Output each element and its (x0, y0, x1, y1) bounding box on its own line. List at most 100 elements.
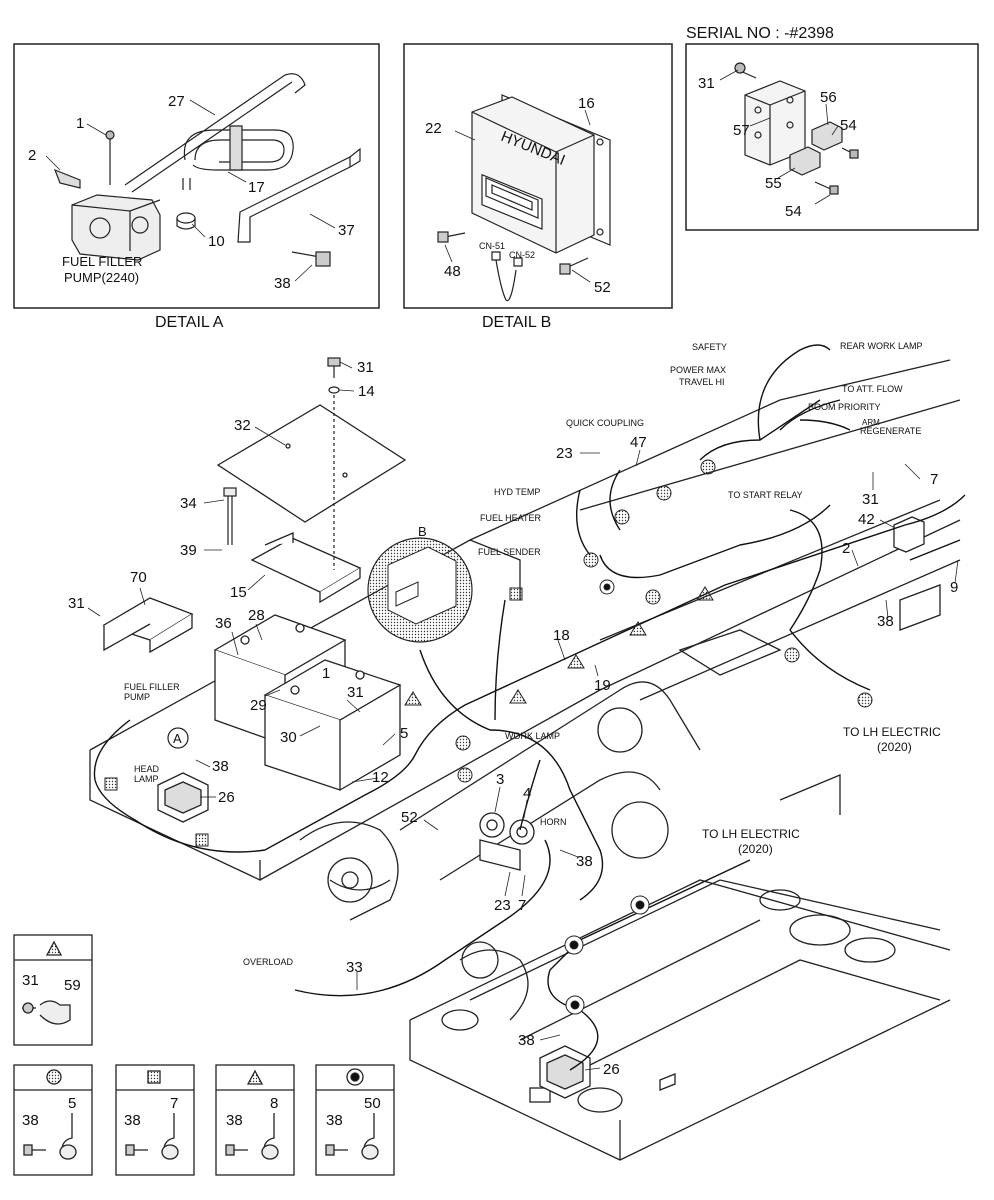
bolt-34 (223, 487, 237, 545)
legend-box-2 (13, 1064, 93, 1176)
legend-2-a: 38 (22, 1112, 39, 1129)
detail-b-magnifier (367, 537, 473, 643)
callout-17: 17 (248, 179, 265, 196)
label-to-lh-electric-1: TO LH ELECTRIC (843, 725, 941, 739)
label-regenerate: REGENERATE (860, 426, 921, 436)
label-boom-priority: BOOM PRIORITY (808, 402, 881, 412)
label-fuel-heater: FUEL HEATER (480, 513, 542, 523)
serial-number-label: SERIAL NO : -#2398 (686, 25, 834, 42)
legend-1-a: 31 (22, 972, 39, 989)
callout-57: 57 (733, 122, 750, 139)
callout-32: 32 (234, 417, 251, 434)
cover-plate-32 (216, 404, 407, 523)
label-to-lh-electric-2: TO LH ELECTRIC (702, 827, 800, 841)
callout-27: 27 (168, 93, 185, 110)
callout-3: 3 (496, 771, 504, 788)
callout-23-top: 23 (556, 445, 573, 462)
callout-9: 9 (950, 579, 958, 596)
relay-42 (893, 516, 925, 553)
callout-52: 52 (594, 279, 611, 296)
callout-31-top: 31 (357, 359, 374, 376)
callout-29: 29 (250, 697, 267, 714)
detail-b-drawing (437, 94, 611, 302)
fuel-filler-pump-label-2: PUMP(2240) (64, 270, 139, 285)
legend-3-a: 38 (124, 1112, 141, 1129)
callout-18: 18 (553, 627, 570, 644)
head-lamp-26-left (157, 772, 209, 823)
callout-36: 36 (215, 615, 232, 632)
legend-2-b: 5 (68, 1095, 76, 1112)
label-horn: HORN (540, 817, 567, 827)
callout-55: 55 (765, 175, 782, 192)
serial-drawing (734, 62, 859, 195)
label-fuel-filler-pump-2: PUMP (124, 692, 150, 702)
bracket-15 (250, 532, 362, 604)
callout-31-serial: 31 (698, 75, 715, 92)
label-hyd-temp: HYD TEMP (494, 487, 540, 497)
legend-3-b: 7 (170, 1095, 178, 1112)
callout-1: 1 (76, 115, 84, 132)
callout-15: 15 (230, 584, 247, 601)
callout-38: 38 (274, 275, 291, 292)
callout-31-mid: 31 (347, 684, 364, 701)
detail-a-caption: DETAIL A (155, 314, 224, 331)
callout-33: 33 (346, 959, 363, 976)
callout-26-bottom: 26 (603, 1061, 620, 1078)
callout-34: 34 (180, 495, 197, 512)
label-overload: OVERLOAD (243, 957, 294, 967)
serial-leaders (719, 69, 839, 205)
label-to-lh-electric-2b: (2020) (738, 842, 773, 856)
label-head-lamp-2: LAMP (134, 774, 159, 784)
detail-b-leaders (444, 109, 591, 283)
detail-b-frame (403, 43, 673, 309)
detail-a-marker: A (173, 731, 182, 746)
callout-14: 14 (358, 383, 375, 400)
batteries-28 (213, 614, 402, 791)
callout-26-left: 26 (218, 789, 235, 806)
legend-box-1 (13, 934, 93, 1046)
main-leaders (87, 361, 959, 1071)
callout-42: 42 (858, 511, 875, 528)
legend-1-b: 59 (64, 977, 81, 994)
callout-39: 39 (180, 542, 197, 559)
callout-28: 28 (248, 607, 265, 624)
callout-38-left: 38 (212, 758, 229, 775)
callout-70: 70 (130, 569, 147, 586)
label-safety: SAFETY (692, 342, 727, 352)
callout-16: 16 (578, 95, 595, 112)
label-to-lh-electric-1b: (2020) (877, 740, 912, 754)
callout-7-right: 7 (930, 471, 938, 488)
label-fuel-filler-pump-1: FUEL FILLER (124, 682, 180, 692)
horns (479, 812, 535, 871)
callout-48: 48 (444, 263, 461, 280)
callout-12: 12 (372, 769, 389, 786)
callout-30: 30 (280, 729, 297, 746)
label-work-lamp: WORK LAMP (505, 731, 560, 741)
callout-1-mid: 1 (322, 665, 330, 682)
callout-7-bot: 7 (518, 897, 526, 914)
legend-box-5 (315, 1064, 395, 1176)
callout-2-right: 2 (842, 540, 850, 557)
callout-54b: 54 (785, 203, 802, 220)
callout-4: 4 (523, 785, 531, 802)
label-to-att-flow: TO ATT. FLOW (842, 384, 903, 394)
label-head-lamp-1: HEAD (134, 764, 160, 774)
callout-38-right: 38 (877, 613, 894, 630)
detail-a-drawing (53, 73, 361, 267)
callout-19: 19 (594, 677, 611, 694)
callout-52-mid: 52 (401, 809, 418, 826)
legend-5-b: 50 (364, 1095, 381, 1112)
label-power-max: POWER MAX (670, 365, 726, 375)
callout-38-mid: 38 (576, 853, 593, 870)
callout-38-bottom: 38 (518, 1032, 535, 1049)
detail-b-marker: B (418, 524, 427, 539)
callout-31-right: 31 (862, 491, 879, 508)
callout-56: 56 (820, 89, 837, 106)
label-to-start-relay: TO START RELAY (728, 490, 803, 500)
callout-37: 37 (338, 222, 355, 239)
label-quick-coupling: QUICK COUPLING (566, 418, 644, 428)
head-lamp-26-bottom (539, 1045, 591, 1099)
callout-10: 10 (208, 233, 225, 250)
fuel-filler-pump-label-1: FUEL FILLER (62, 254, 142, 269)
callout-23-bot: 23 (494, 897, 511, 914)
